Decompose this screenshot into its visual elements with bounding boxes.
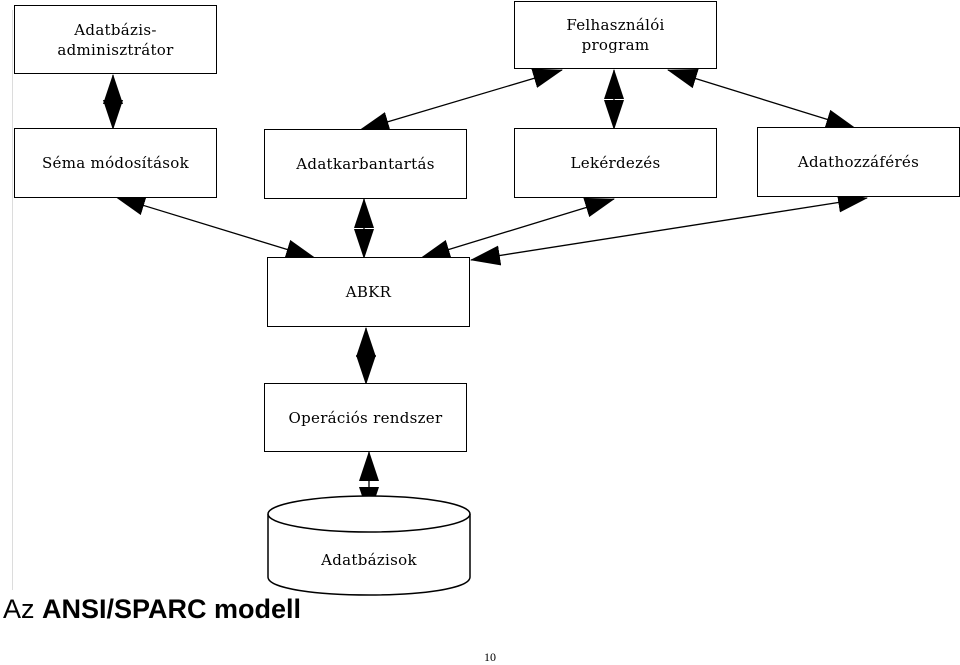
node-user-program-label: Felhasználói program bbox=[566, 16, 665, 54]
arrow-access-abkr bbox=[470, 192, 868, 266]
node-databases-label: Adatbázisok bbox=[321, 551, 417, 569]
arrow-program-access bbox=[667, 69, 856, 129]
node-schema-changes-label: Séma módosítások bbox=[41, 154, 190, 172]
arrow-program-maintenance bbox=[359, 68, 563, 132]
arrow-query-abkr bbox=[420, 197, 615, 260]
node-data-access: Adathozzáférés bbox=[757, 127, 960, 197]
node-data-access-label: Adathozzáférés bbox=[797, 153, 920, 171]
caption-title: ANSI/SPARC modell bbox=[42, 594, 302, 624]
node-schema-changes: Séma módosítások bbox=[14, 128, 217, 198]
node-abkr: ABKR bbox=[267, 257, 470, 327]
node-query: Lekérdezés bbox=[514, 128, 717, 198]
node-user-program: Felhasználói program bbox=[514, 1, 717, 69]
caption-prefix: Az bbox=[3, 594, 35, 624]
node-abkr-label: ABKR bbox=[345, 283, 392, 301]
node-operating-system-label: Operációs rendszer bbox=[288, 408, 443, 427]
node-query-label: Lekérdezés bbox=[570, 154, 661, 172]
node-db-admin: Adatbázis- adminisztrátor bbox=[14, 5, 217, 74]
node-data-maintenance: Adatkarbantartás bbox=[264, 129, 467, 199]
diagram-connectors bbox=[103, 68, 868, 596]
node-data-maintenance-label: Adatkarbantartás bbox=[296, 155, 435, 173]
page-edge-line bbox=[12, 10, 13, 590]
database-cylinder bbox=[267, 495, 471, 596]
slide-caption: Az ANSI/SPARC modell bbox=[3, 594, 301, 625]
node-operating-system: Operációs rendszer bbox=[264, 383, 467, 452]
arrow-schema-abkr bbox=[115, 195, 316, 260]
page-number: 10 bbox=[484, 650, 496, 664]
node-db-admin-label: Adatbázis- adminisztrátor bbox=[57, 20, 174, 59]
